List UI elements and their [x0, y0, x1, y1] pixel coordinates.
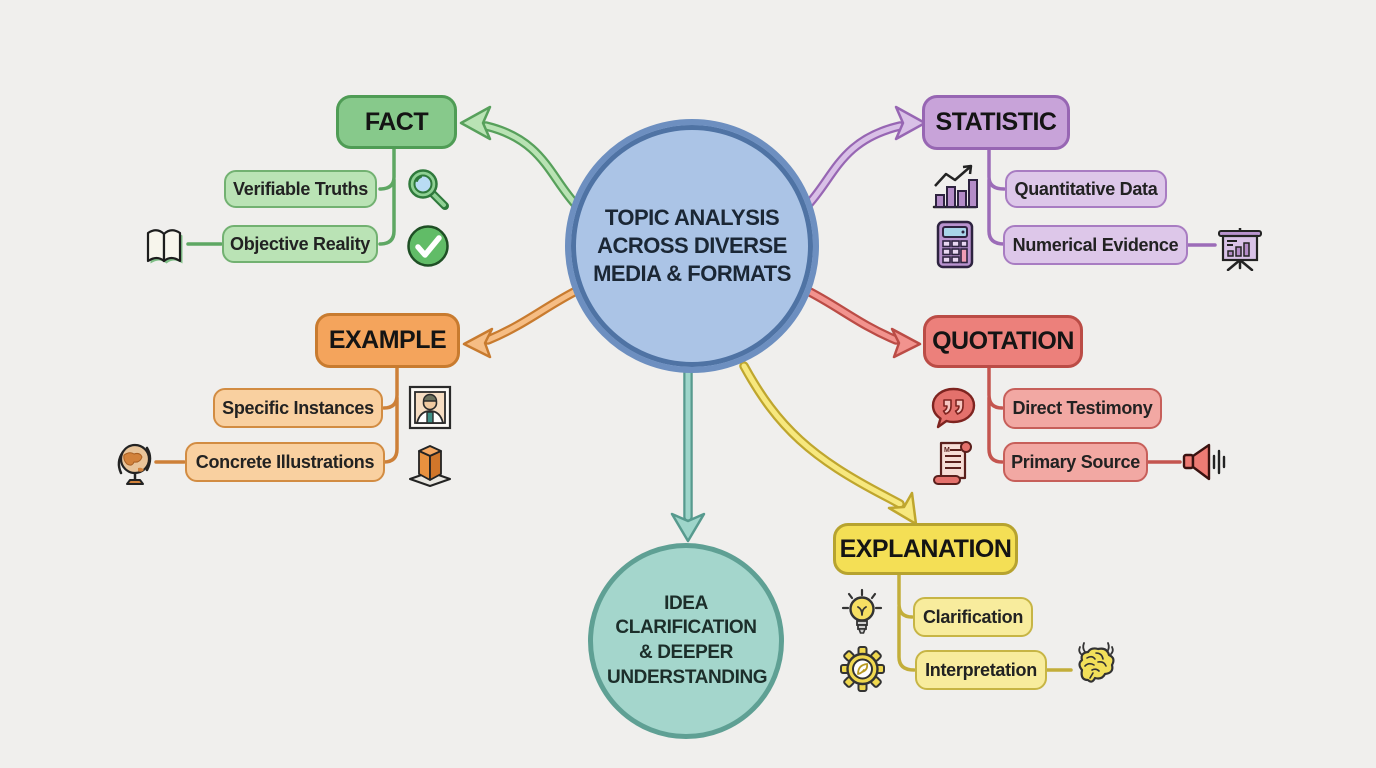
presentation-chart-icon — [1216, 226, 1264, 271]
arrow-to-quotation — [801, 285, 922, 359]
check-circle-icon — [405, 223, 451, 269]
gear-leaf-icon — [840, 646, 885, 692]
statistic-child-quantitative-data: Quantitative Data — [1005, 170, 1167, 208]
fact-child-objective-reality: Objective Reality — [222, 225, 378, 263]
branch-statistic-node: STATISTIC — [922, 95, 1070, 150]
cube-model-icon — [407, 438, 453, 487]
outcome-label: IDEA CLARIFICATION & DEEPER UNDERSTANDIN… — [607, 592, 768, 688]
quotation-child-direct-testimony: Direct Testimony — [1003, 388, 1162, 429]
arrow-to-outcome — [670, 367, 706, 543]
magnifier-icon — [404, 166, 452, 212]
svg-text:M: M — [944, 447, 950, 454]
central-topic-node: TOPIC ANALYSIS ACROSS DIVERSE MEDIA & FO… — [565, 119, 819, 373]
explanation-child-clarification: Clarification — [913, 597, 1033, 637]
central-topic-label: TOPIC ANALYSIS ACROSS DIVERSE MEDIA & FO… — [593, 204, 791, 287]
branch-explanation-node: EXPLANATION — [833, 523, 1018, 575]
quotation-child-primary-source: Primary Source — [1003, 442, 1148, 482]
branch-quotation-node: QUOTATION — [923, 315, 1083, 368]
brain-waves-icon — [1072, 640, 1120, 690]
scroll-icon: M — [931, 438, 973, 486]
arrow-to-statistic — [801, 105, 927, 212]
branch-example-node: EXAMPLE — [315, 313, 460, 368]
open-book-icon — [140, 223, 188, 267]
explanation-child-interpretation: Interpretation — [915, 650, 1047, 690]
example-child-concrete-illustrations: Concrete Illustrations — [185, 442, 385, 482]
speaker-icon — [1181, 441, 1227, 483]
calculator-icon — [936, 220, 974, 269]
branch-fact-node: FACT — [336, 95, 457, 149]
quote-bubble-icon — [930, 386, 977, 431]
lightbulb-icon — [841, 588, 883, 640]
arrow-to-example — [462, 285, 583, 359]
statistic-child-numerical-evidence: Numerical Evidence — [1003, 225, 1188, 265]
bar-chart-growth-icon — [930, 164, 980, 211]
example-child-specific-instances: Specific Instances — [213, 388, 383, 428]
outcome-node: IDEA CLARIFICATION & DEEPER UNDERSTANDIN… — [588, 543, 784, 739]
desk-globe-icon — [114, 440, 156, 488]
arrow-to-explanation — [739, 361, 918, 526]
arrow-to-fact — [459, 105, 583, 212]
fact-child-verifiable-truths: Verifiable Truths — [224, 170, 377, 208]
portrait-photo-icon — [407, 384, 453, 431]
